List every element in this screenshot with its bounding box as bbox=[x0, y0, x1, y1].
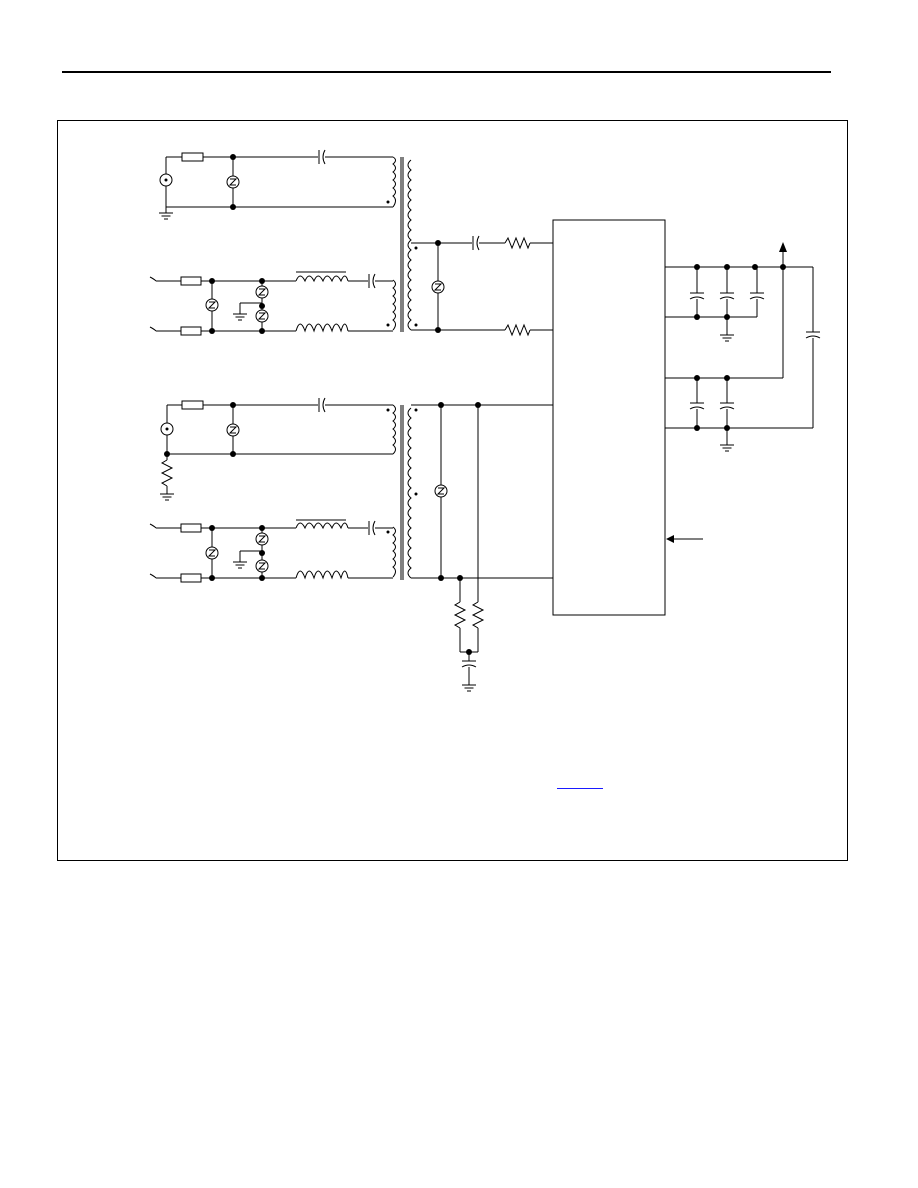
transformer-2 bbox=[386, 404, 418, 580]
figure-reference-link[interactable] bbox=[557, 788, 603, 789]
channel-1-secondary bbox=[411, 235, 553, 337]
transformer-1 bbox=[386, 156, 418, 332]
channel-2-line-pair bbox=[149, 519, 393, 583]
power-decoupling bbox=[665, 242, 821, 452]
channel-2-source-branch bbox=[159, 397, 393, 501]
figure-frame bbox=[57, 120, 848, 861]
header-rule bbox=[62, 71, 831, 73]
ic-block bbox=[552, 219, 666, 616]
channel-1-line-pair bbox=[149, 271, 393, 336]
channel-1-source-branch bbox=[158, 149, 393, 220]
control-input-arrow bbox=[666, 535, 703, 543]
channel-2-secondary bbox=[411, 402, 553, 692]
